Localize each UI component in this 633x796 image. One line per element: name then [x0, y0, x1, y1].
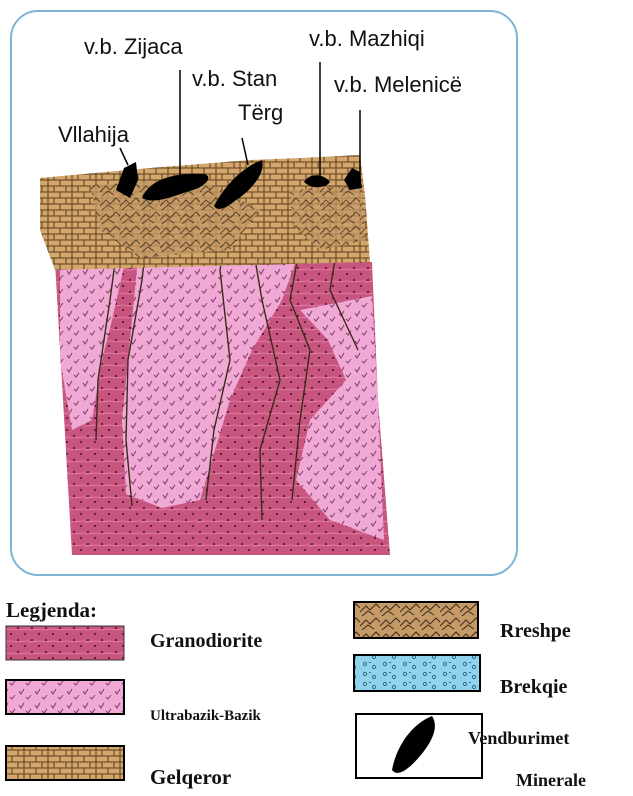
legend-label-minerale: Minerale	[516, 770, 586, 791]
legend-label-granodiorite: Granodiorite	[150, 630, 262, 653]
label-mazhiqi: v.b. Mazhiqi	[309, 26, 425, 52]
legend-title: Legjenda:	[6, 598, 97, 623]
legend-label-rreshpe: Rreshpe	[500, 620, 571, 643]
label-zijaca: v.b. Zijaca	[84, 34, 183, 60]
label-melenice: v.b. Melenicë	[334, 72, 462, 98]
swatch-granodiorite	[6, 626, 124, 660]
legend-label-ultrabazik: Ultrabazik-Bazik	[150, 708, 261, 725]
legend-label-brekqie: Brekqie	[500, 676, 567, 699]
label-stan: v.b. Stan	[192, 66, 277, 92]
swatch-rreshpe	[354, 602, 478, 638]
label-terg: Tërg	[238, 100, 283, 126]
label-vllahija: Vllahija	[58, 122, 129, 148]
legend-label-vendburimet: Vendburimet	[468, 728, 569, 749]
legend-label-gelqeror: Gelqeror	[150, 765, 231, 790]
swatch-ultrabazik	[6, 680, 124, 714]
swatch-gelqeror	[6, 746, 124, 780]
swatch-brekqie	[354, 655, 480, 691]
